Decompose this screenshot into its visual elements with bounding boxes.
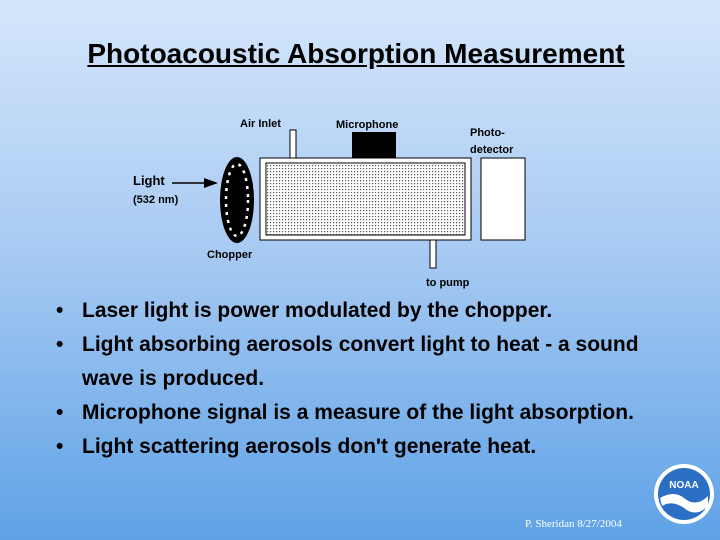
microphone-label: Microphone [336, 119, 398, 131]
air-inlet-tube [289, 129, 297, 161]
absorption-chamber [259, 157, 472, 241]
photodetector-label-line2: detector [470, 144, 514, 156]
bullet-item: Light absorbing aerosols convert light t… [48, 328, 668, 396]
light-label-line1: Light [133, 173, 165, 188]
chopper-label: Chopper [207, 249, 253, 261]
noaa-logo-text: NOAA [669, 480, 698, 491]
light-arrow [172, 178, 218, 188]
to-pump-label: to pump [426, 277, 470, 289]
bullet-item: Light scattering aerosols don't generate… [48, 430, 668, 464]
footer-credit: P. Sheridan 8/27/2004 [525, 518, 622, 530]
bullet-item: Laser light is power modulated by the ch… [48, 294, 668, 328]
bullet-item: Microphone signal is a measure of the li… [48, 396, 668, 430]
slide-title: Photoacoustic Absorption Measurement [87, 38, 625, 69]
bullet-list: Laser light is power modulated by the ch… [48, 294, 668, 464]
photodetector-label-line1: Photo- [470, 127, 505, 139]
air-inlet-label: Air Inlet [240, 118, 281, 130]
light-label-line2: (532 nm) [133, 194, 179, 206]
microphone [352, 132, 396, 159]
noaa-logo: NOAA [654, 464, 714, 524]
pump-tube [429, 239, 437, 269]
chopper [220, 157, 254, 243]
photodetector [480, 157, 526, 241]
photoacoustic-diagram: Air Inlet Microphone Photo- detector Lig… [133, 118, 526, 289]
